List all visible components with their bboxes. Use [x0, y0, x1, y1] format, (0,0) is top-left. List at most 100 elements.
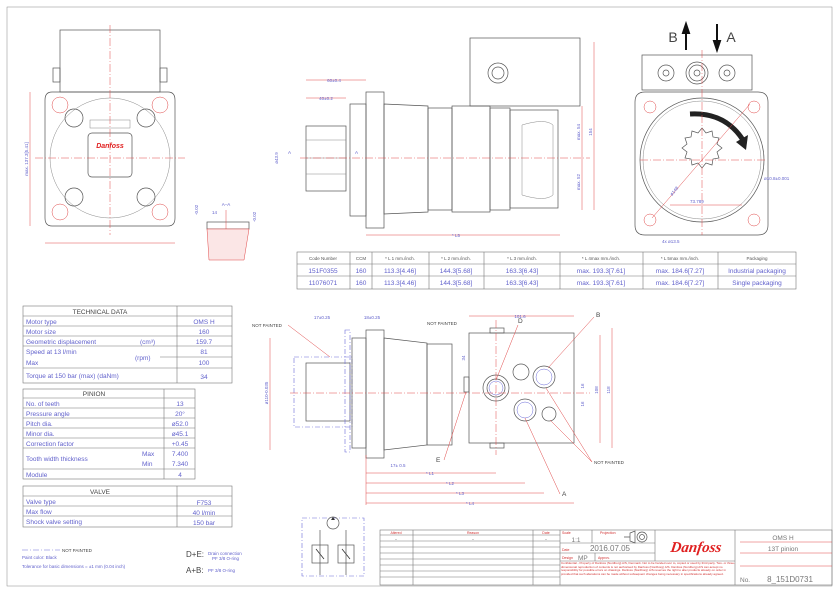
rotation-arrow-icon	[736, 135, 748, 150]
tooth-max-label: Max	[142, 451, 155, 458]
shock-valve-label: Shock valve setting	[26, 519, 82, 526]
speed-unit: (rpm)	[135, 355, 151, 362]
technical-data-table: TECHNICAL DATA Motor type OMS H Motor si…	[22, 305, 233, 384]
section-mark-1: A	[288, 150, 291, 155]
dim-154: 154	[588, 128, 593, 136]
speed-max-value: 100	[199, 360, 210, 367]
valve-type-label: Valve type	[26, 499, 56, 506]
pinion-title: PINION	[83, 391, 106, 398]
altered-header: Altered	[390, 531, 401, 535]
dim-l5: * L5	[452, 233, 461, 238]
de-label: D+E:	[186, 550, 204, 559]
minor-dia-value: ø45.1	[172, 431, 189, 438]
projection-symbol-icon	[624, 530, 648, 544]
module-label: Module	[26, 472, 48, 479]
max-height-dim: max. 137.3[5.41]	[24, 142, 29, 176]
col-l1: * L 1 mm./inch.	[385, 256, 415, 261]
mount-holes: 4x ø13.5	[662, 239, 680, 244]
dim-118: 118	[606, 386, 611, 394]
col-packaging: Packaging	[746, 256, 768, 261]
reason-header: Reason	[467, 531, 479, 535]
valve-title: VALVE	[90, 489, 111, 496]
port-e-label: E	[436, 457, 441, 464]
cell: max. 193.3[7.61]	[577, 280, 626, 287]
dim-34: 34	[461, 355, 466, 361]
col-code-number: Code Number	[309, 256, 338, 261]
cell: max. 184.6[7.27]	[656, 268, 705, 275]
not-painted-left: NOT PAINTED	[252, 323, 283, 328]
dim-18-025: 18±0.25	[364, 315, 381, 320]
dim-17-025: 17±0.25	[314, 315, 331, 320]
confidential-notice: Confidential - Property of Danfoss (Nord…	[561, 562, 735, 576]
motor-size-label: Motor size	[26, 329, 56, 336]
tech-title: TECHNICAL DATA	[73, 309, 128, 316]
torque-label: Torque at 150 bar (max) (daNm)	[26, 373, 119, 380]
pitch-dia-label: Pitch dia.	[26, 421, 53, 428]
torque-value: 34	[200, 374, 208, 381]
ab-text: PF 3/8 O-ring	[208, 568, 236, 573]
dim-l1: * L1	[426, 471, 435, 476]
dim-16-bottom: 16	[580, 401, 585, 407]
port-d-label: D	[518, 318, 523, 325]
shaft-dia: ø43.9	[274, 152, 279, 164]
speed-max-label: Max	[26, 360, 39, 367]
arrow-up-icon	[681, 20, 691, 50]
pressure-angle-value: 20°	[175, 410, 185, 418]
altered-value: –	[395, 537, 397, 541]
dim-l3: * L3	[456, 491, 465, 496]
notes: NOT PAINTED Paint color: Black Tolerance…	[22, 548, 242, 575]
dia-110: ø110-0.035	[264, 381, 269, 404]
approved-label: Approv.	[598, 556, 610, 560]
not-painted-d: NOT PAINTED	[427, 321, 458, 326]
paint-color: Paint color: Black	[22, 555, 58, 560]
cell: 160	[356, 268, 367, 275]
table-row: 151F0355 160 113.3[4.46] 144.3[5.68] 163…	[308, 268, 786, 275]
dim-16-top: 16	[580, 383, 585, 389]
col-l2: * L 2 mm./inch.	[441, 256, 471, 261]
drawing-number: 8_151D0731	[767, 575, 813, 584]
side-view: 60±0.4 40±0.2 ø43.9 A A max. 54 max. 52 …	[274, 37, 595, 238]
col-l4: * L 4max mm./inch.	[582, 256, 620, 261]
cell: 144.3[5.68]	[440, 268, 473, 275]
tooth-min-value: 7.340	[172, 461, 189, 468]
correction-value: +0.45	[172, 441, 189, 448]
front-view: Danfoss max. 137.3[5.41]	[24, 25, 185, 244]
hole-dia: ø10.8±0.001	[764, 176, 790, 181]
minor-dia-label: Minor dia.	[26, 431, 55, 438]
cell: 113.3[4.46]	[384, 280, 416, 287]
not-painted-right: NOT PAINTED	[594, 460, 625, 465]
date-value: –	[545, 537, 547, 541]
pressure-angle-label: Pressure angle	[26, 411, 70, 418]
de-text-2: PF 3/8 O-ring	[212, 556, 240, 561]
dim-max-52: max. 52	[576, 174, 581, 191]
displacement-label: Geometric displacement	[26, 339, 96, 346]
col-ccm: CCM	[356, 256, 366, 261]
port-b-ref: B	[596, 312, 600, 319]
motor-type-label: Motor type	[26, 319, 57, 326]
dim-max-54: max. 54	[576, 124, 581, 141]
valve-type-value: F753	[197, 500, 212, 507]
section-mark-2: A	[355, 150, 358, 155]
cell: Industrial packaging	[728, 268, 786, 275]
de-text-1: Drain connection	[208, 551, 242, 556]
date-header: Date	[542, 531, 549, 535]
displacement-unit: (cm³)	[140, 339, 155, 346]
correction-label: Correction factor	[26, 441, 75, 448]
section-label: A–A	[222, 202, 231, 207]
max-flow-label: Max flow	[26, 509, 52, 516]
product-name: OMS H	[772, 535, 794, 542]
pinion-table: PINION No. of teeth 13 Pressure angle 20…	[22, 388, 196, 480]
port-view: NOT PAINTED 17±0.25 18±0.25 101.6 NOT PA…	[252, 312, 625, 506]
cell: 144.3[5.68]	[440, 280, 473, 287]
tooth-width-label: Tooth width thickness	[26, 456, 89, 463]
col-l5: * L 5max mm./inch.	[661, 256, 699, 261]
dim-108: 108	[594, 386, 599, 394]
pitch-dia-value: ø52.0	[172, 421, 189, 428]
section-tol-left: -0.02	[194, 204, 199, 215]
dim-60: 60±0.4	[327, 78, 341, 83]
end-view: B A ø148 73.789 ø10.8±0.001 4x ø13.5	[634, 20, 790, 244]
module-value: 4	[178, 472, 182, 479]
teeth-label: No. of teeth	[26, 401, 60, 408]
cell: 151F0355	[308, 268, 338, 275]
